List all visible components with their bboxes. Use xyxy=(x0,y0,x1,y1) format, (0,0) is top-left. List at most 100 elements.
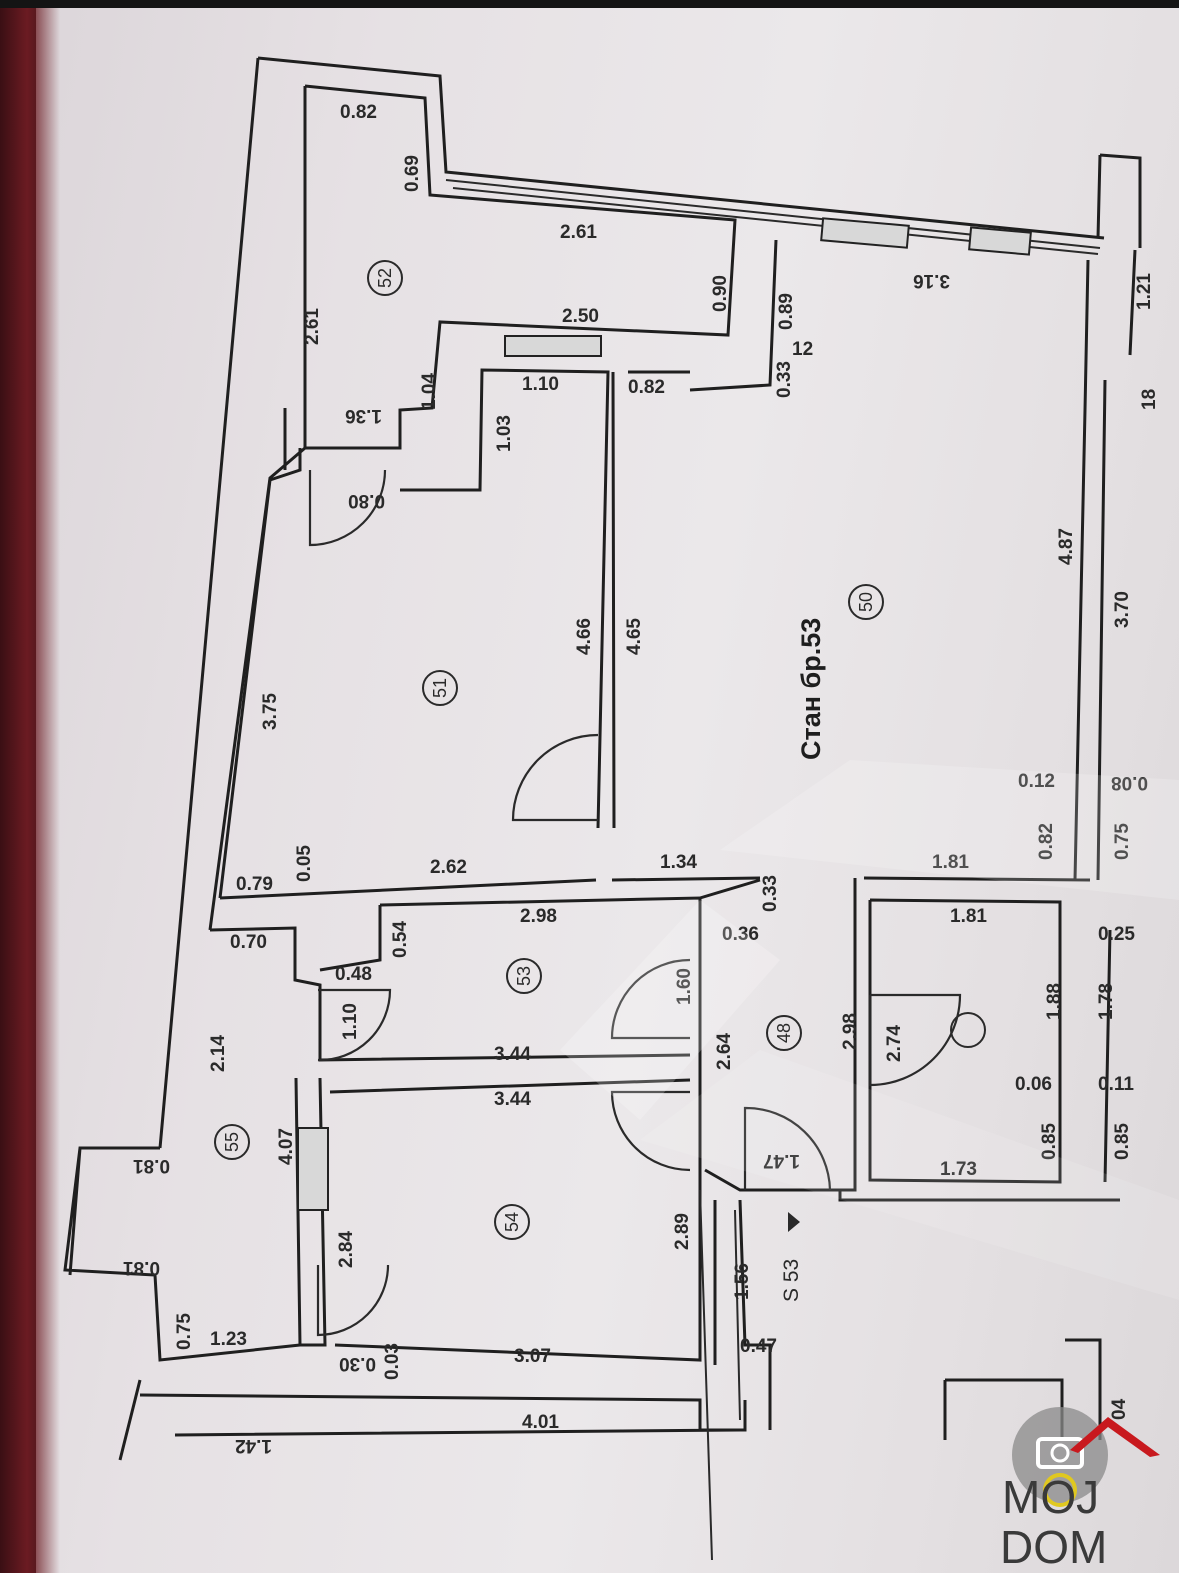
dim: 0.82 xyxy=(628,377,665,398)
dim: 0.11 xyxy=(1098,1074,1134,1095)
dim: 0.75 xyxy=(1112,823,1133,860)
dim: 0.80 xyxy=(348,490,385,511)
dim: 0.25 xyxy=(1098,924,1135,945)
wall-52-inner xyxy=(218,408,302,899)
dim: 2.64 xyxy=(714,1033,735,1070)
logo-camera-icon xyxy=(1012,1407,1108,1503)
dim: 3.44 xyxy=(494,1044,531,1065)
logo-roof-icon xyxy=(1070,1417,1160,1457)
room-48-label: 48 xyxy=(774,1023,794,1043)
dim: 0.70 xyxy=(230,932,267,953)
room-55-walls xyxy=(63,1146,301,1362)
window-50-top-right xyxy=(968,226,1032,256)
dim: 1.04 xyxy=(419,373,440,410)
window-50-top xyxy=(820,217,910,249)
dim: 0.12 xyxy=(1018,771,1055,792)
dim: 0.54 xyxy=(390,921,411,958)
bottom-walls xyxy=(118,1199,772,1461)
room-50-label: 50 xyxy=(856,592,876,612)
dim: 1.60 xyxy=(674,968,695,1005)
dim: 0.33 xyxy=(760,875,781,912)
window-54 xyxy=(297,1127,329,1211)
dim: 2.98 xyxy=(520,906,557,927)
moj-dom-logo: MOJ DOM xyxy=(1000,1407,1160,1570)
door-49 xyxy=(868,993,962,1087)
paper-edge-shadow xyxy=(0,8,60,1573)
dim: 0.90 xyxy=(710,275,731,312)
dim: 0.82 xyxy=(1036,823,1057,860)
dim: 4.66 xyxy=(574,618,595,655)
walls xyxy=(63,56,1142,1461)
dim: 1.73 xyxy=(940,1159,977,1180)
dim: 4.01 xyxy=(522,1412,559,1433)
dim: 0.81 xyxy=(133,1155,170,1176)
dim: 0.82 xyxy=(340,102,377,123)
dim: 1.81 xyxy=(950,906,987,927)
dim: 4.87 xyxy=(1056,528,1077,565)
room-52-label: 52 xyxy=(375,268,395,288)
apartment-title: Стан бр.53 xyxy=(796,618,826,760)
dim: 0.81 xyxy=(123,1257,160,1278)
dim: 2.89 xyxy=(672,1213,693,1250)
dim: 0.47 xyxy=(740,1336,777,1357)
door-51 xyxy=(511,733,599,822)
logo-bottom-text: DOM xyxy=(1000,1521,1107,1570)
paper-sheet xyxy=(36,8,1179,1573)
outer-wall-left xyxy=(158,57,306,1149)
door-53 xyxy=(610,958,691,1040)
dim: 1.78 xyxy=(1096,983,1117,1020)
dim: 1.10 xyxy=(522,374,559,395)
dim: 2.74 xyxy=(884,1025,905,1062)
dim: 1.56 xyxy=(732,1263,753,1300)
dim: 0.30 xyxy=(339,1353,376,1374)
dim: 2.50 xyxy=(562,306,599,327)
dim: 1.03 xyxy=(494,415,515,452)
door-55 xyxy=(317,988,392,1062)
dim: 3.75 xyxy=(260,693,281,730)
dim: 0.33 xyxy=(774,361,795,398)
dim: 0.36 xyxy=(722,924,759,945)
dim: 1.88 xyxy=(1044,983,1065,1020)
room-labels: 52 51 50 53 48 55 54 xyxy=(214,260,986,1240)
dim: 2.61 xyxy=(302,308,323,345)
room-49-circle xyxy=(950,1012,986,1048)
dim: 0.03 xyxy=(382,1343,403,1380)
door-52 xyxy=(308,469,387,547)
dim: 1.10 xyxy=(340,1003,361,1040)
dim: 2.61 xyxy=(560,222,597,243)
window-51 xyxy=(504,335,602,357)
top-edge xyxy=(0,0,1179,8)
dimension-labels: 0.82 0.69 2.61 0.90 2.61 2.50 0.89 12 3.… xyxy=(123,102,1160,1456)
doors xyxy=(308,469,962,1337)
dim: 04 xyxy=(1109,1398,1130,1420)
dim: 12 xyxy=(792,339,813,360)
dim: 2.98 xyxy=(840,1013,861,1050)
unit-arrow-icon xyxy=(788,1212,800,1232)
dim: 1.42 xyxy=(235,1435,272,1456)
room-55-label: 55 xyxy=(222,1132,242,1152)
dim: 3.70 xyxy=(1112,591,1133,628)
unit-area-label: S 53 xyxy=(780,1259,803,1302)
dim: 3.16 xyxy=(913,270,950,291)
dim: 1.36 xyxy=(345,405,382,426)
dim: 2.14 xyxy=(208,1035,229,1072)
door-55-lower xyxy=(316,1264,390,1337)
door-54 xyxy=(610,1090,691,1172)
dim: 1.34 xyxy=(660,852,697,873)
room-54-label: 54 xyxy=(502,1212,522,1232)
dim: 0.05 xyxy=(294,845,315,882)
room-48-walls xyxy=(699,878,1120,1202)
dim: 0.89 xyxy=(776,293,797,330)
door-48 xyxy=(743,1106,832,1191)
dim: 2.84 xyxy=(336,1231,357,1268)
dim: 1.21 xyxy=(1134,273,1155,310)
dim: 0.69 xyxy=(402,155,423,192)
dim: 18 xyxy=(1139,389,1160,410)
dim: 0.06 xyxy=(1015,1074,1052,1095)
dim: 4.65 xyxy=(624,618,645,655)
room-51-label: 51 xyxy=(430,678,450,698)
dim: 3.07 xyxy=(514,1346,551,1367)
dim: 0.08 xyxy=(1111,772,1148,793)
dim: 1.47 xyxy=(763,1150,800,1171)
